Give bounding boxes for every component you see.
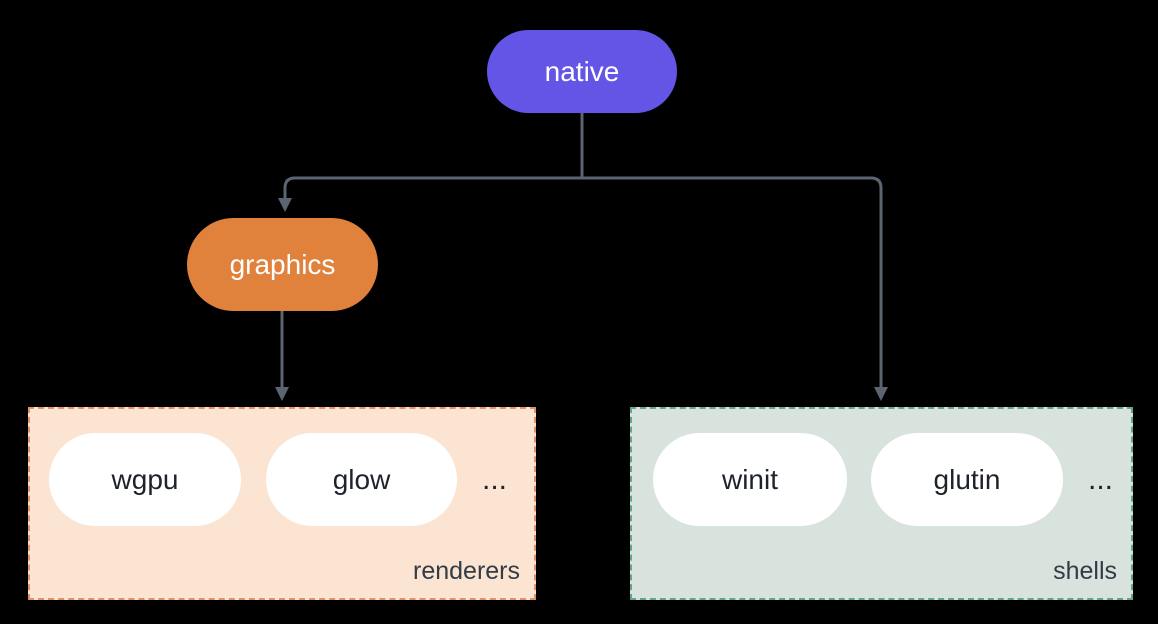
pill-wgpu: wgpu	[49, 433, 241, 526]
group-label-renderers: renderers	[413, 557, 520, 585]
group-shells: winit glutin ... shells	[630, 407, 1133, 600]
pill-glutin: glutin	[871, 433, 1063, 526]
node-graphics: graphics	[187, 218, 378, 311]
arrowhead-native-to-graphics	[278, 198, 292, 212]
pill-winit-label: winit	[721, 463, 778, 495]
node-native: native	[487, 30, 677, 113]
pill-glow: glow	[266, 433, 457, 526]
renderers-ellipsis: ...	[482, 462, 508, 496]
node-native-label: native	[544, 55, 620, 87]
pill-winit: winit	[653, 433, 847, 526]
pill-glow-label: glow	[332, 463, 391, 495]
connector-native-to-shells	[580, 176, 883, 390]
group-label-shells: shells	[1053, 557, 1117, 585]
pill-glutin-label: glutin	[933, 463, 1001, 495]
group-renderers: wgpu glow ... renderers	[28, 407, 536, 600]
connector-native-to-graphics	[283, 111, 584, 201]
pill-wgpu-label: wgpu	[111, 463, 179, 495]
arrowhead-native-to-shells	[874, 387, 888, 401]
shells-ellipsis: ...	[1088, 462, 1114, 496]
arrowhead-graphics-to-renderers	[275, 387, 289, 401]
node-graphics-label: graphics	[229, 248, 336, 280]
